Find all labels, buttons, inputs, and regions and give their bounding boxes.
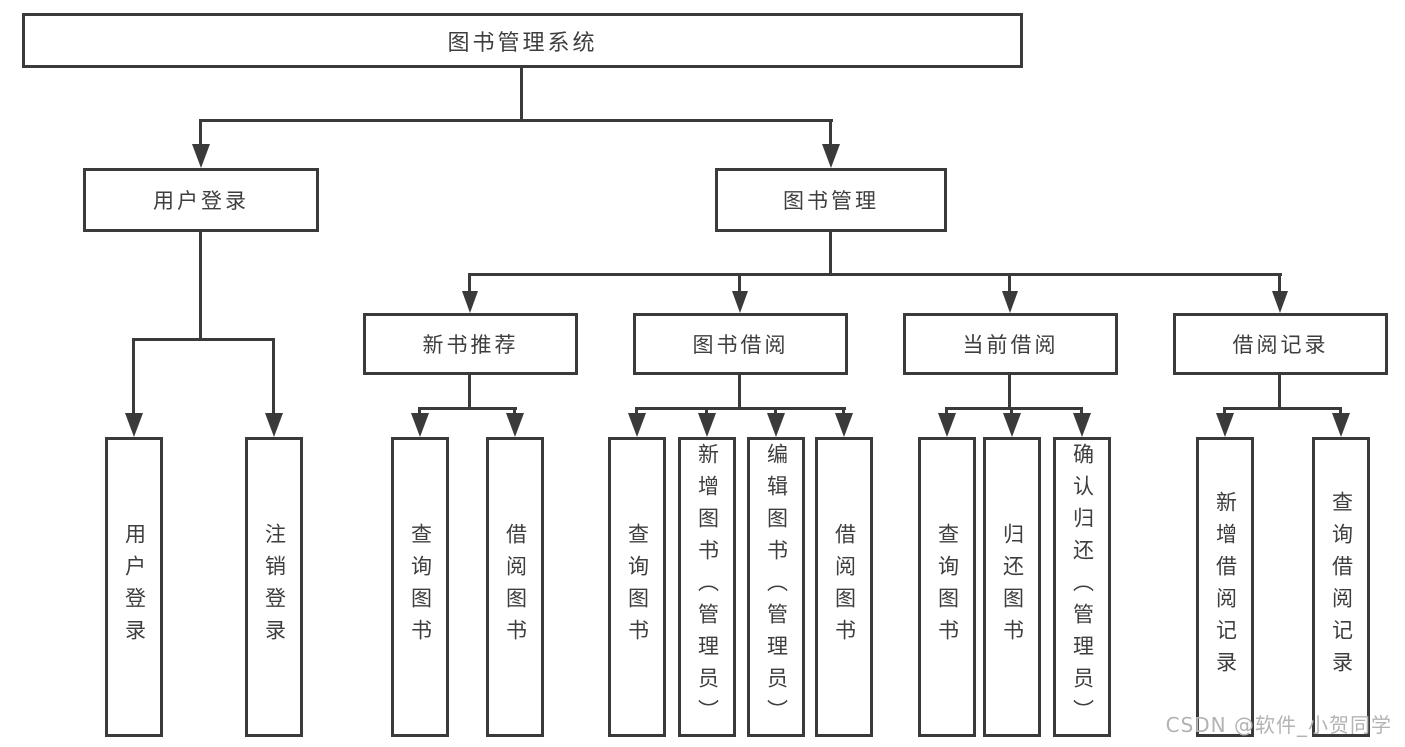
arrow-leaf xyxy=(835,413,853,437)
arrow-leaf xyxy=(628,413,646,437)
leaf-confirm-return-admin: 确认归还（管理员） xyxy=(1053,437,1111,737)
connector-leaf-stem xyxy=(1010,407,1013,416)
connector-to-book-mgmt-stem xyxy=(829,119,832,146)
connector-level1-hbar xyxy=(199,119,833,122)
leaf-edit-books-admin: 编辑图书（管理员） xyxy=(747,437,805,737)
node-book-mgmt-label: 图书管理 xyxy=(783,189,879,213)
connector-leaf-stem xyxy=(513,407,516,416)
connector-borrow-records-hbar xyxy=(1223,407,1341,410)
connector-root-stem xyxy=(520,68,523,122)
connector-book-borrow-hbar xyxy=(635,407,846,410)
leaf-borrow-books-1-label: 借阅图书 xyxy=(503,523,528,651)
leaf-add-books-admin-label: 新增图书（管理员） xyxy=(695,443,720,731)
arrow-leaf-login xyxy=(125,413,143,437)
arrow-leaf xyxy=(1216,413,1234,437)
leaf-borrow-books-1: 借阅图书 xyxy=(486,437,544,737)
connector-current-borrow-hbar xyxy=(945,407,1082,410)
connector-leaf-stem xyxy=(1339,407,1342,416)
leaf-query-books-1: 查询图书 xyxy=(391,437,449,737)
node-user-login-label: 用户登录 xyxy=(153,189,249,213)
leaf-borrow-books-2-label: 借阅图书 xyxy=(832,523,857,651)
arrow-to-book-mgmt xyxy=(822,144,840,168)
leaf-user-login-label: 用户登录 xyxy=(122,523,147,651)
node-book-borrow-label: 图书借阅 xyxy=(692,333,789,357)
csdn-watermark: CSDN @软件_小贺同学 xyxy=(1165,713,1392,737)
arrow-leaf-logout xyxy=(265,413,283,437)
connector-current-borrow-stem xyxy=(1008,375,1011,410)
leaf-add-books-admin: 新增图书（管理员） xyxy=(678,437,736,737)
node-new-books-label: 新书推荐 xyxy=(422,333,519,357)
leaf-query-books-2: 查询图书 xyxy=(608,437,666,737)
node-current-borrow-label: 当前借阅 xyxy=(962,333,1059,357)
connector-user-login-stem xyxy=(199,232,202,341)
connector-to-new-books-stem xyxy=(468,273,471,293)
leaf-query-borrow-record-label: 查询借阅记录 xyxy=(1329,491,1354,683)
connector-user-login-hbar xyxy=(132,338,275,341)
leaf-confirm-return-admin-label: 确认归还（管理员） xyxy=(1070,443,1095,731)
connector-book-mgmt-stem xyxy=(829,232,832,276)
node-book-borrow: 图书借阅 xyxy=(633,313,848,375)
connector-level2-hbar xyxy=(468,273,1282,276)
arrow-leaf xyxy=(698,413,716,437)
leaf-return-books: 归还图书 xyxy=(983,437,1041,737)
arrow-to-book-borrow xyxy=(732,291,748,313)
node-current-borrow: 当前借阅 xyxy=(903,313,1118,375)
connector-borrow-records-stem xyxy=(1278,375,1281,410)
node-borrow-records: 借阅记录 xyxy=(1173,313,1388,375)
node-root: 图书管理系统 xyxy=(22,13,1023,68)
leaf-query-books-2-label: 查询图书 xyxy=(625,523,650,651)
arrow-to-user-login xyxy=(192,144,210,168)
leaf-return-books-label: 归还图书 xyxy=(1000,523,1025,651)
connector-leaf-login-stem xyxy=(132,338,135,415)
connector-to-user-login-stem xyxy=(199,119,202,146)
leaf-query-books-3-label: 查询图书 xyxy=(935,523,960,651)
leaf-logout: 注销登录 xyxy=(245,437,303,737)
leaf-query-books-1-label: 查询图书 xyxy=(408,523,433,651)
arrow-leaf xyxy=(767,413,785,437)
node-new-books: 新书推荐 xyxy=(363,313,578,375)
connector-leaf-stem xyxy=(945,407,948,416)
connector-to-borrow-records-stem xyxy=(1278,273,1281,293)
connector-leaf-stem xyxy=(705,407,708,416)
leaf-user-login: 用户登录 xyxy=(105,437,163,737)
connector-leaf-logout-stem xyxy=(272,338,275,415)
arrow-to-new-books xyxy=(462,291,478,313)
leaf-add-borrow-record-label: 新增借阅记录 xyxy=(1213,491,1238,683)
node-borrow-records-label: 借阅记录 xyxy=(1232,333,1329,357)
connector-to-current-borrow-stem xyxy=(1008,273,1011,293)
connector-to-book-borrow-stem xyxy=(738,273,741,293)
leaf-add-borrow-record: 新增借阅记录 xyxy=(1196,437,1254,737)
connector-new-books-stem xyxy=(468,375,471,410)
leaf-query-books-3: 查询图书 xyxy=(918,437,976,737)
connector-leaf-stem xyxy=(774,407,777,416)
connector-leaf-stem xyxy=(1223,407,1226,416)
arrow-leaf xyxy=(506,413,524,437)
node-root-label: 图书管理系统 xyxy=(447,30,598,56)
leaf-logout-label: 注销登录 xyxy=(262,523,287,651)
node-user-login: 用户登录 xyxy=(83,168,319,232)
leaf-edit-books-admin-label: 编辑图书（管理员） xyxy=(764,443,789,731)
leaf-borrow-books-2: 借阅图书 xyxy=(815,437,873,737)
connector-leaf-stem xyxy=(842,407,845,416)
connector-leaf-stem xyxy=(1080,407,1083,416)
connector-leaf-stem xyxy=(418,407,421,416)
arrow-leaf xyxy=(1073,413,1091,437)
connector-new-books-hbar xyxy=(418,407,517,410)
connector-leaf-stem xyxy=(635,407,638,416)
connector-book-borrow-stem xyxy=(738,375,741,410)
arrow-leaf xyxy=(938,413,956,437)
arrow-leaf xyxy=(411,413,429,437)
node-book-mgmt: 图书管理 xyxy=(715,168,947,232)
leaf-query-borrow-record: 查询借阅记录 xyxy=(1312,437,1370,737)
arrow-leaf xyxy=(1003,413,1021,437)
arrow-to-borrow-records xyxy=(1272,291,1288,313)
arrow-to-current-borrow xyxy=(1002,291,1018,313)
arrow-leaf xyxy=(1332,413,1350,437)
